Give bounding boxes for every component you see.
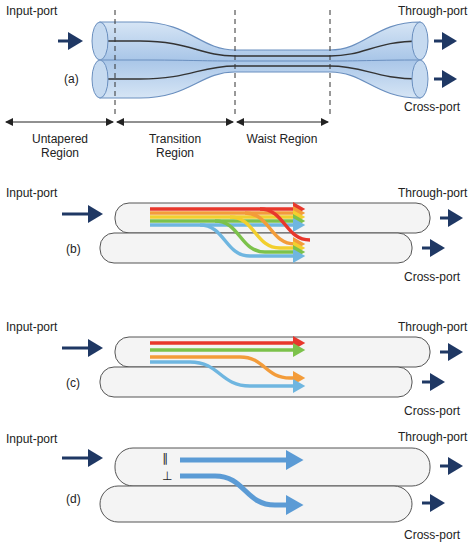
region-label: Transition Region <box>130 132 220 160</box>
polarization-symbol: ⊥ <box>162 469 172 483</box>
port-label: Cross-port <box>404 270 460 284</box>
port-label: Through-port <box>398 4 467 18</box>
panel-letter: (b) <box>66 242 81 256</box>
port-label: Through-port <box>398 186 467 200</box>
polarization-symbol: ∥ <box>162 451 168 465</box>
port-label: Cross-port <box>404 404 460 418</box>
region-label: Waist Region <box>242 132 322 146</box>
port-label: Through-port <box>398 320 467 334</box>
coupler-polarization <box>62 448 460 522</box>
port-label: Input-port <box>6 432 57 446</box>
port-label: Cross-port <box>404 100 460 114</box>
panel-letter: (a) <box>64 72 79 86</box>
panel-letter: (d) <box>66 492 81 506</box>
port-label: Input-port <box>6 4 57 18</box>
coupler-wdm <box>62 337 460 397</box>
region-label: Untapered Region <box>20 132 100 160</box>
coupler-wavelength <box>62 203 460 263</box>
port-label: Cross-port <box>404 528 460 542</box>
port-label: Through-port <box>398 430 467 444</box>
port-label: Input-port <box>6 320 57 334</box>
fused-coupler <box>6 10 454 122</box>
port-label: Input-port <box>6 186 57 200</box>
panel-letter: (c) <box>66 376 80 390</box>
